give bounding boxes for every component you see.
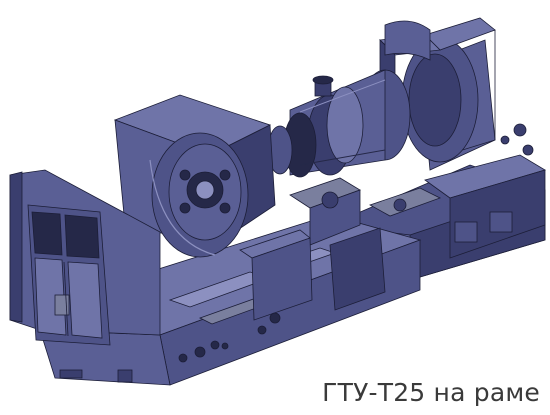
air-intake [113,94,276,258]
control-cabinet [9,169,161,346]
figure-caption: ГТУ-Т25 на раме [322,378,540,407]
frame-front-fittings [59,342,229,383]
skid-end-box [424,123,546,259]
exhaust-volute [379,17,496,171]
turbine-core [267,69,411,178]
frame-equipment [194,177,442,358]
